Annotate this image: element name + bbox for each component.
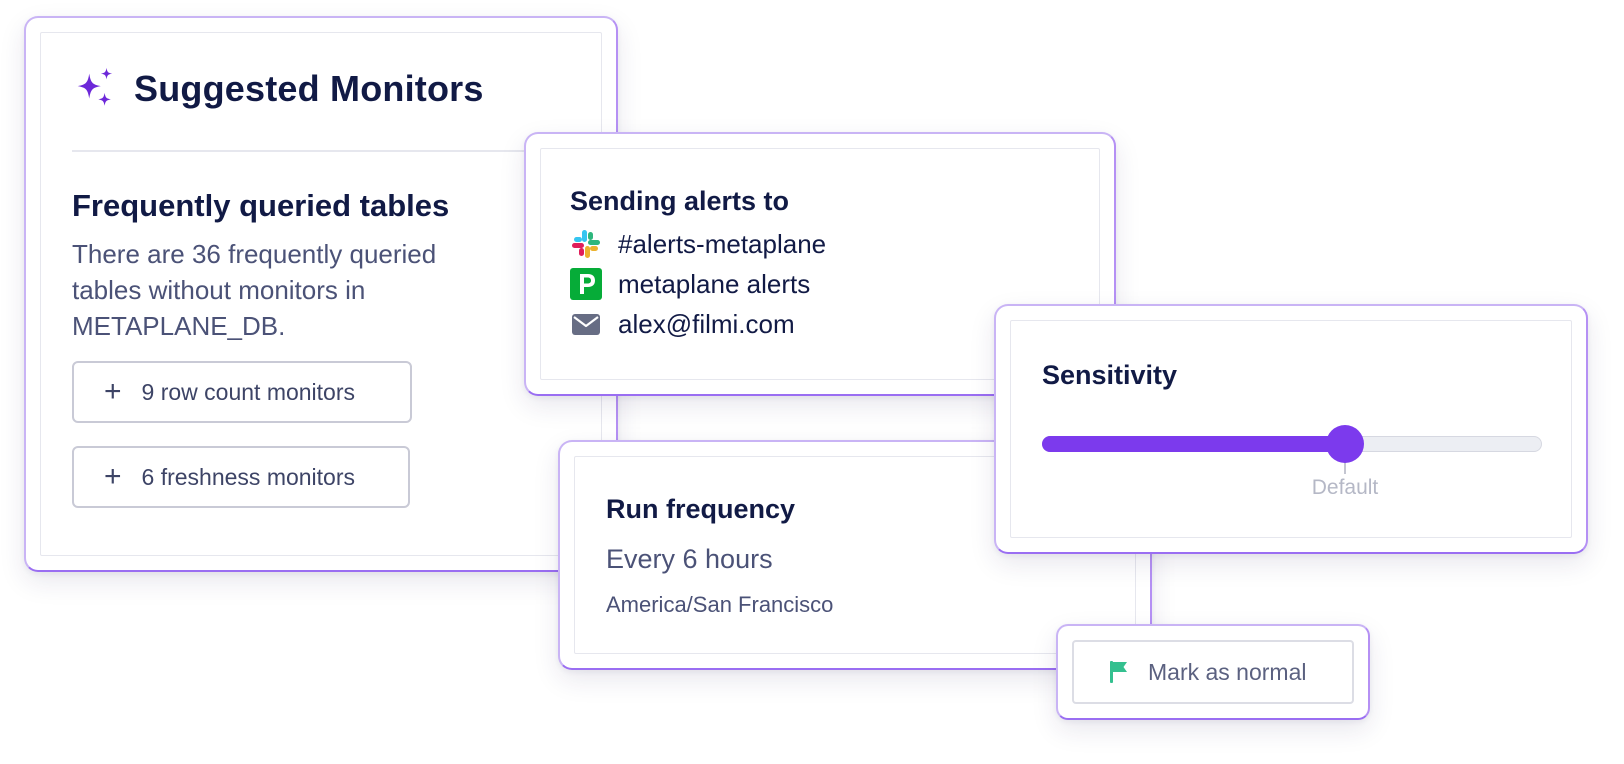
card-inner-border [1010,320,1572,538]
alert-destination-slack[interactable]: #alerts-metaplane [570,228,826,260]
flag-icon [1110,661,1127,683]
alert-destination-label: metaplane alerts [618,268,811,299]
mark-as-normal-button[interactable]: Mark as normal [1072,640,1354,704]
suggested-monitors-card: Suggested Monitors Frequently queried ta… [24,16,618,572]
mark-as-normal-card: Mark as normal [1056,624,1370,720]
run-frequency-heading: Run frequency [606,494,796,524]
add-freshness-monitors-button[interactable]: + 6 freshness monitors [72,446,410,508]
slider-fill [1042,436,1345,452]
alert-destination-email[interactable]: alex@filmi.com [570,308,795,340]
timezone-value[interactable]: America/San Francisco [606,592,834,617]
card-title-row: Suggested Monitors [72,66,484,112]
button-label: 6 freshness monitors [141,463,356,490]
plus-icon: + [104,375,122,408]
card-title: Suggested Monitors [134,68,484,109]
section-title: Frequently queried tables [72,188,450,223]
slider-thumb[interactable] [1326,425,1364,463]
section-description: There are 36 frequently queried tables w… [72,239,437,341]
sensitivity-heading: Sensitivity [1042,360,1178,390]
plus-icon: + [104,460,122,493]
alert-destination-label: alex@filmi.com [618,308,795,339]
card-inner-border [574,456,1136,654]
alert-destination-label: #alerts-metaplane [618,228,827,259]
alert-destination-pagerduty[interactable]: metaplane alerts [570,268,810,300]
default-tick-mark [1344,454,1346,474]
slack-icon [570,228,602,260]
mark-as-normal-label: Mark as normal [1148,658,1307,685]
add-row-count-monitors-button[interactable]: + 9 row count monitors [72,361,412,423]
email-icon [570,308,602,340]
button-label: 9 row count monitors [141,378,356,405]
pagerduty-icon [570,268,602,300]
alerts-heading: Sending alerts to [570,186,790,216]
title-divider [72,150,600,152]
sensitivity-card: Sensitivity Default [994,304,1588,554]
run-frequency-value[interactable]: Every 6 hours [606,544,773,574]
sparkles-icon [77,67,113,106]
default-label: Default [1311,476,1379,499]
card-inner-border [540,148,1100,380]
sensitivity-slider[interactable] [1042,425,1542,474]
